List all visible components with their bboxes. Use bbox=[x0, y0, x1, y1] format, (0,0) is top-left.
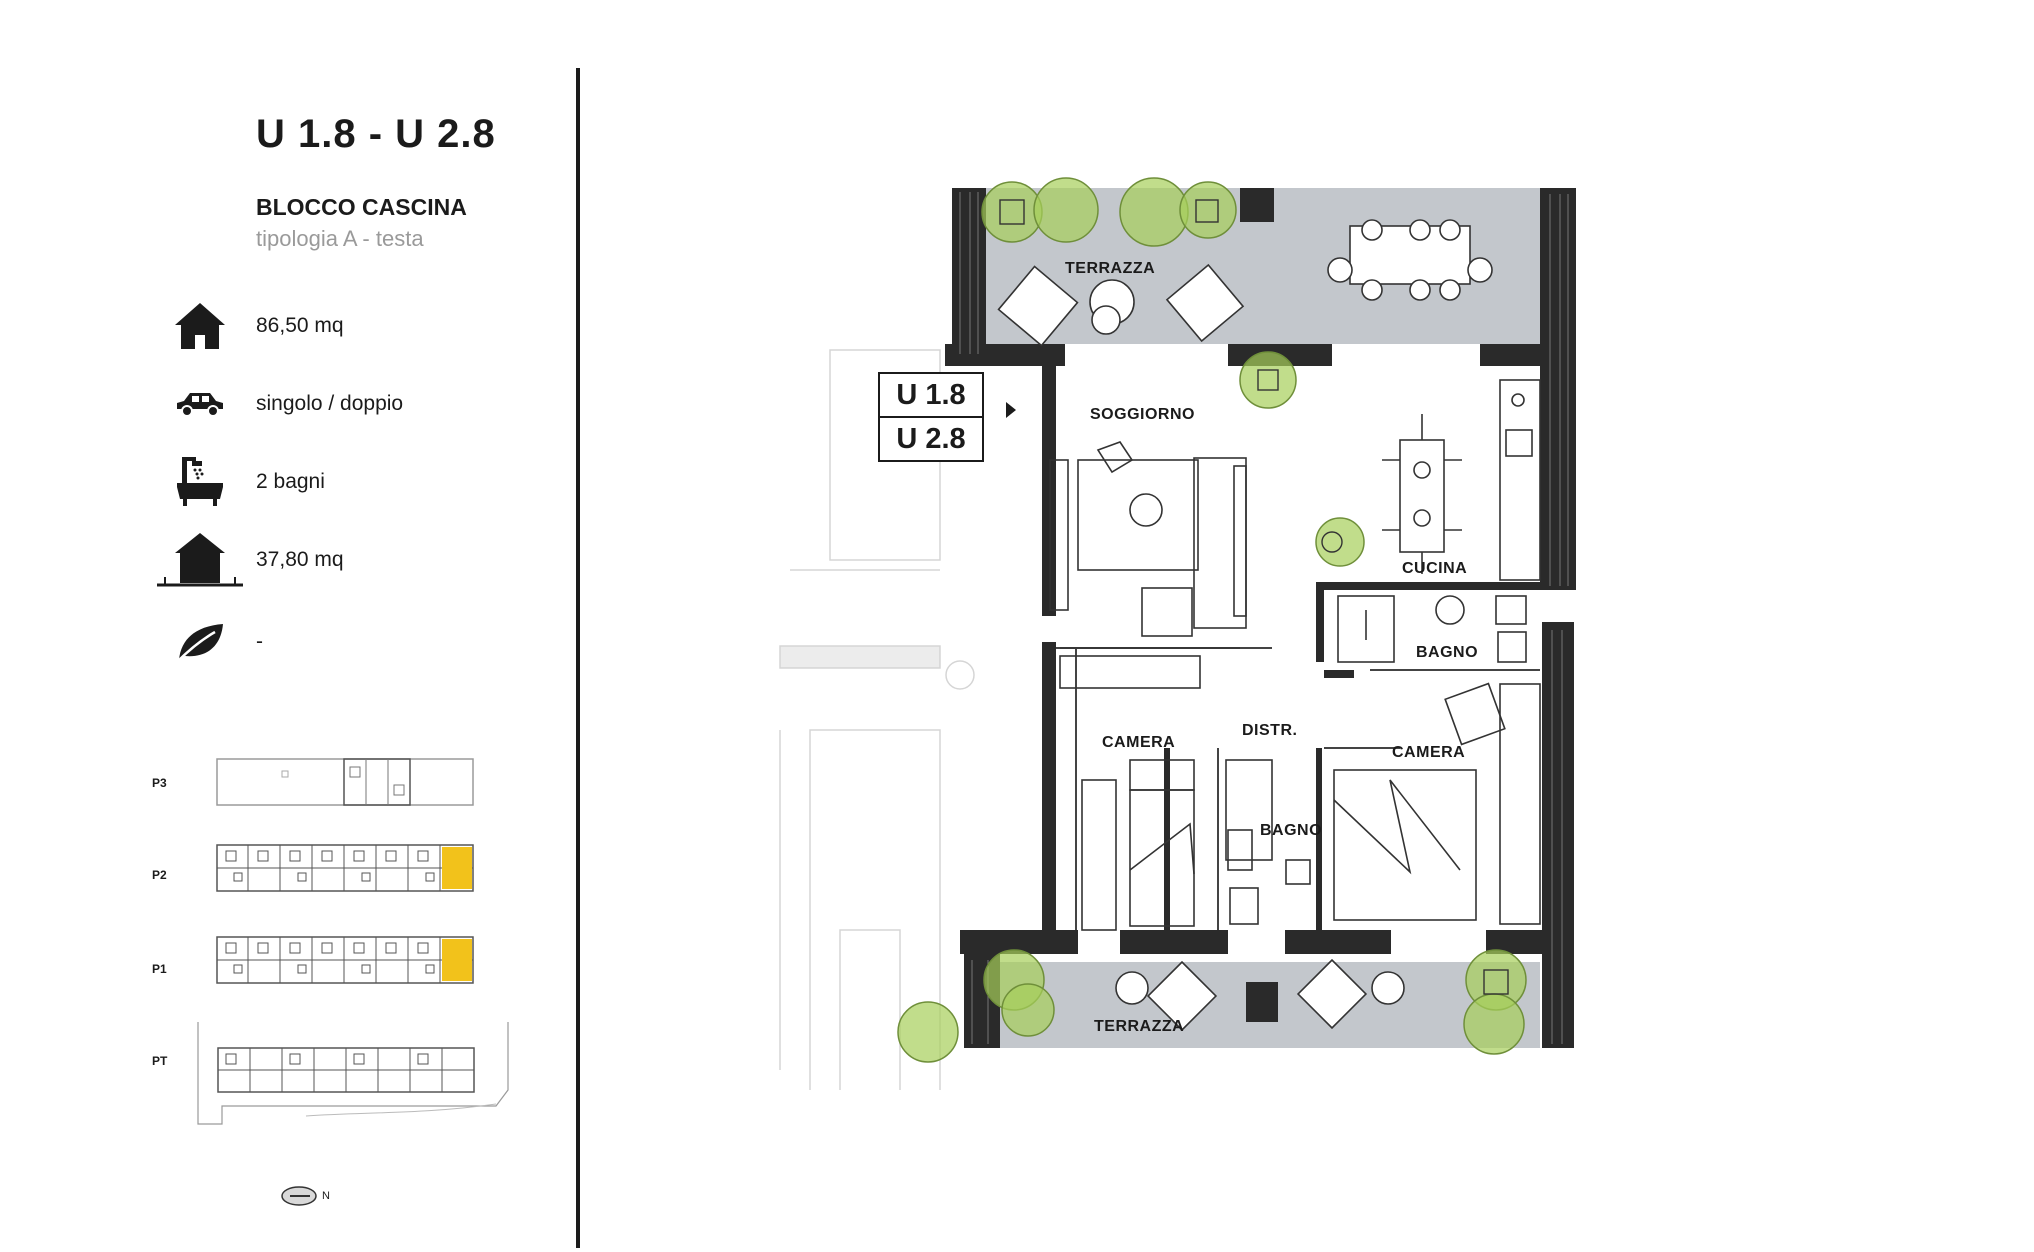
car-icon bbox=[150, 389, 250, 419]
room-label-terrace-top: TERRAZZA bbox=[1065, 260, 1156, 277]
vertical-divider bbox=[576, 68, 580, 1248]
level-label-pt: PT bbox=[152, 1054, 168, 1068]
partitions bbox=[1056, 647, 1540, 930]
terrace-bottom-furniture bbox=[1115, 958, 1405, 1032]
room-label-bath-2: BAGNO bbox=[1260, 822, 1323, 839]
kitchen-counter bbox=[1499, 379, 1541, 581]
leaf-icon bbox=[150, 620, 250, 664]
north-arrow-icon bbox=[281, 1186, 317, 1206]
terrace-top-furniture bbox=[997, 219, 1493, 347]
spec-area: 86,50 mq bbox=[150, 296, 550, 356]
unit-label-u18: U 1.8 bbox=[896, 379, 966, 411]
level-label-p1: P1 bbox=[152, 962, 167, 976]
spec-baths: 2 bagni bbox=[150, 452, 550, 512]
living-furniture bbox=[1049, 441, 1247, 689]
spec-terrace: 37,80 mq bbox=[150, 530, 550, 590]
walls bbox=[945, 188, 1576, 1048]
unit-pointer-arrow bbox=[1006, 402, 1016, 418]
bathtub-icon bbox=[150, 455, 250, 509]
room-label-hall: DISTR. bbox=[1242, 722, 1298, 739]
spec-parking-text: singolo / doppio bbox=[256, 392, 404, 415]
room-label-bedroom-1: CAMERA bbox=[1102, 734, 1176, 751]
north-indicator: N bbox=[280, 1185, 330, 1207]
bedroom1-furniture bbox=[1081, 759, 1195, 931]
bath2-fixtures bbox=[1225, 759, 1311, 925]
neighbour-unit-sketch bbox=[779, 349, 975, 1090]
spec-baths-text: 2 bagni bbox=[256, 470, 325, 493]
terrace-house-icon bbox=[150, 531, 250, 589]
mini-plan-p2 bbox=[216, 844, 474, 892]
room-label-living: SOGGIORNO bbox=[1090, 406, 1195, 423]
room-label-terrace-bottom: TERRAZZA bbox=[1094, 1018, 1185, 1035]
mini-plan-p1 bbox=[216, 936, 474, 984]
spec-green: - bbox=[150, 612, 550, 672]
north-label: N bbox=[322, 1190, 330, 1202]
mini-plan-p3 bbox=[216, 758, 474, 806]
bedroom2-furniture bbox=[1333, 682, 1541, 925]
spec-parking: singolo / doppio bbox=[150, 374, 550, 434]
spec-terrace-text: 37,80 mq bbox=[256, 548, 344, 571]
block-name: BLOCCO CASCINA bbox=[256, 194, 467, 220]
mini-plan-pt bbox=[197, 1022, 509, 1125]
room-label-kitchen: CUCINA bbox=[1402, 560, 1468, 577]
house-icon bbox=[150, 301, 250, 351]
level-label-p3: P3 bbox=[152, 776, 167, 790]
plants bbox=[897, 177, 1527, 1063]
room-label-bath-1: BAGNO bbox=[1416, 644, 1479, 661]
unit-label-u28: U 2.8 bbox=[880, 416, 982, 460]
highlighted-unit-p1 bbox=[442, 939, 472, 981]
highlighted-unit-p2 bbox=[442, 847, 472, 889]
spec-area-text: 86,50 mq bbox=[256, 314, 344, 337]
typology-subtitle: tipologia A - testa bbox=[256, 226, 424, 251]
unit-title: U 1.8 - U 2.8 bbox=[256, 112, 496, 156]
level-label-p2: P2 bbox=[152, 868, 167, 882]
wall-hatching bbox=[959, 192, 1569, 1044]
dining-table bbox=[1382, 414, 1462, 574]
plant-pots bbox=[999, 199, 1509, 995]
spec-green-text: - bbox=[256, 630, 263, 653]
room-label-bedroom-2: CAMERA bbox=[1392, 744, 1466, 761]
floor-plan bbox=[779, 177, 1576, 1090]
bath1-fixtures bbox=[1337, 595, 1527, 663]
unit-label-box: U 1.8 U 2.8 bbox=[878, 372, 984, 462]
